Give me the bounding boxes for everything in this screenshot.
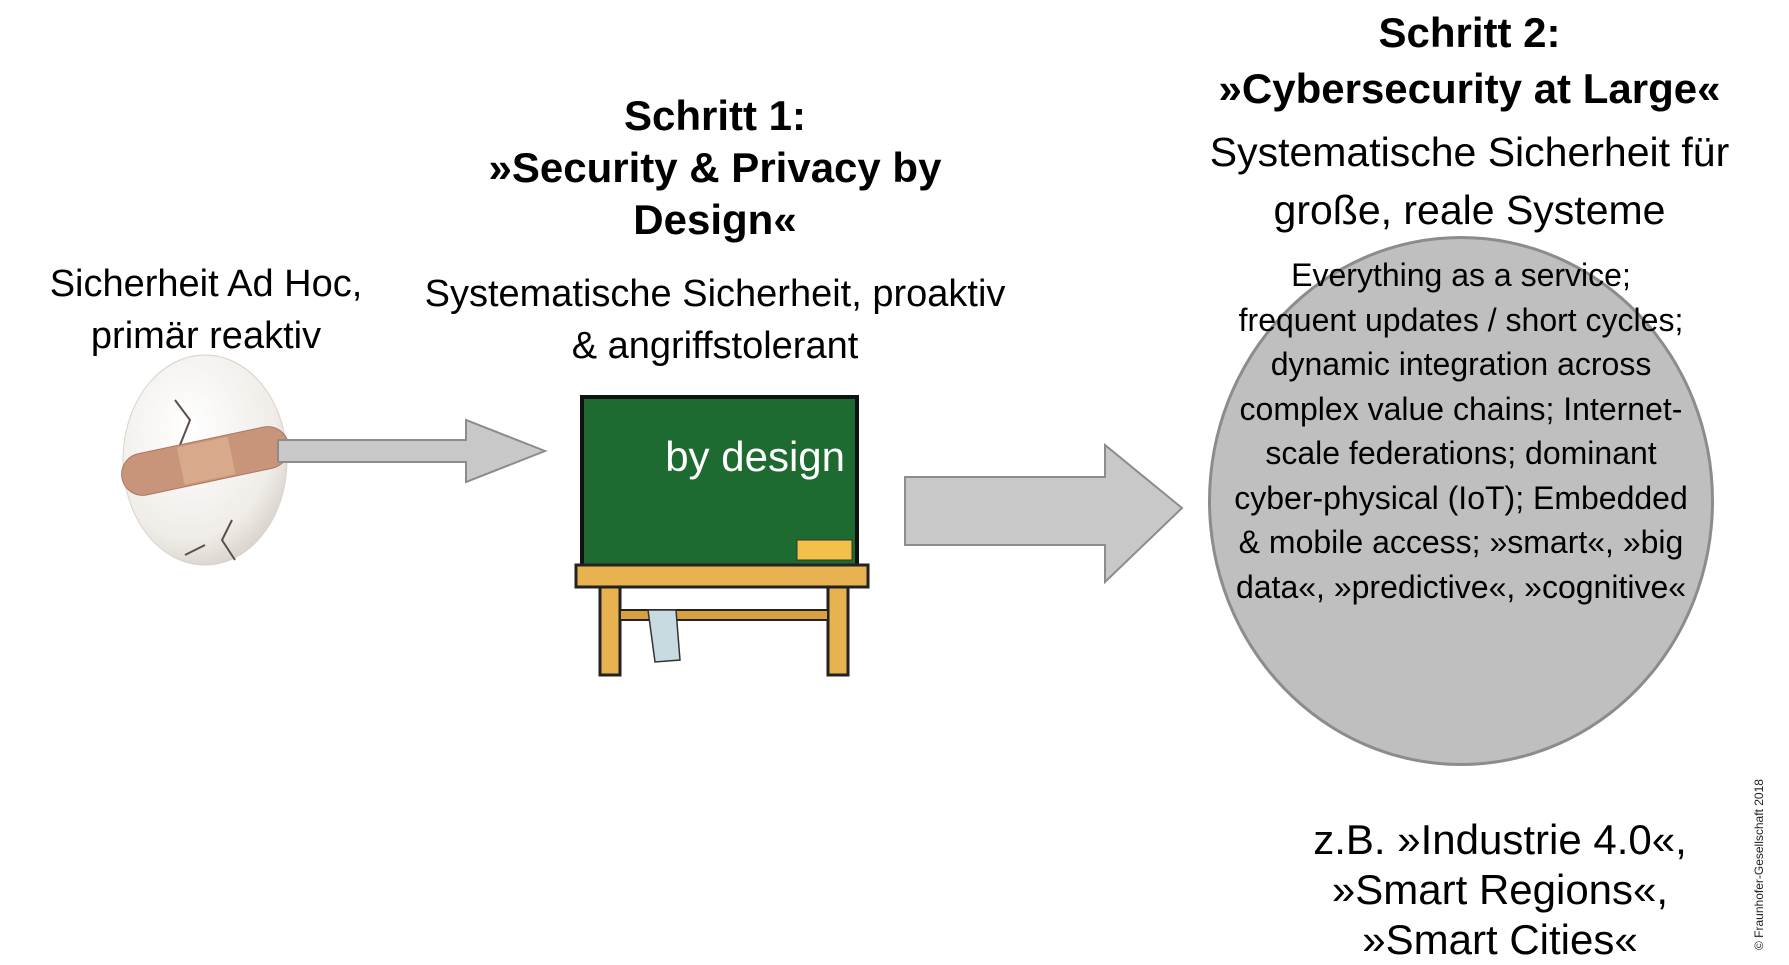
stage0-label: Sicherheit Ad Hoc, primär reaktiv xyxy=(49,263,363,357)
stage1-description: Systematische Sicherheit, proaktiv & ang… xyxy=(424,273,1006,367)
cybersecurity-circle xyxy=(1208,236,1714,766)
chalkboard-table-icon xyxy=(574,395,870,677)
circle-text: Everything as a service; frequent update… xyxy=(1234,257,1688,605)
arrow-small xyxy=(277,418,548,484)
stage1-heading: Schritt 1: »Security & Privacy by Design… xyxy=(420,90,1010,246)
stage2-title: Schritt 2: xyxy=(1378,9,1561,56)
examples-text: z.B. »Industrie 4.0«, »Smart Regions«, »… xyxy=(1313,816,1687,963)
arrow-large xyxy=(904,442,1184,585)
stage1-subtitle: »Security & Privacy by Design« xyxy=(488,144,942,243)
stage1-title: Schritt 1: xyxy=(623,92,807,139)
cracked-egg-bandaid-icon xyxy=(121,354,290,566)
stage2-subtitle: »Cybersecurity at Large« xyxy=(1218,65,1721,112)
stage2-heading: Schritt 2: »Cybersecurity at Large« xyxy=(1150,5,1789,117)
board-text: by design xyxy=(665,433,845,480)
stage2-description: Systematische Sicherheit für große, real… xyxy=(1209,129,1730,233)
copyright-notice: © Fraunhofer-Gesellschaft 2018 xyxy=(1752,779,1766,950)
